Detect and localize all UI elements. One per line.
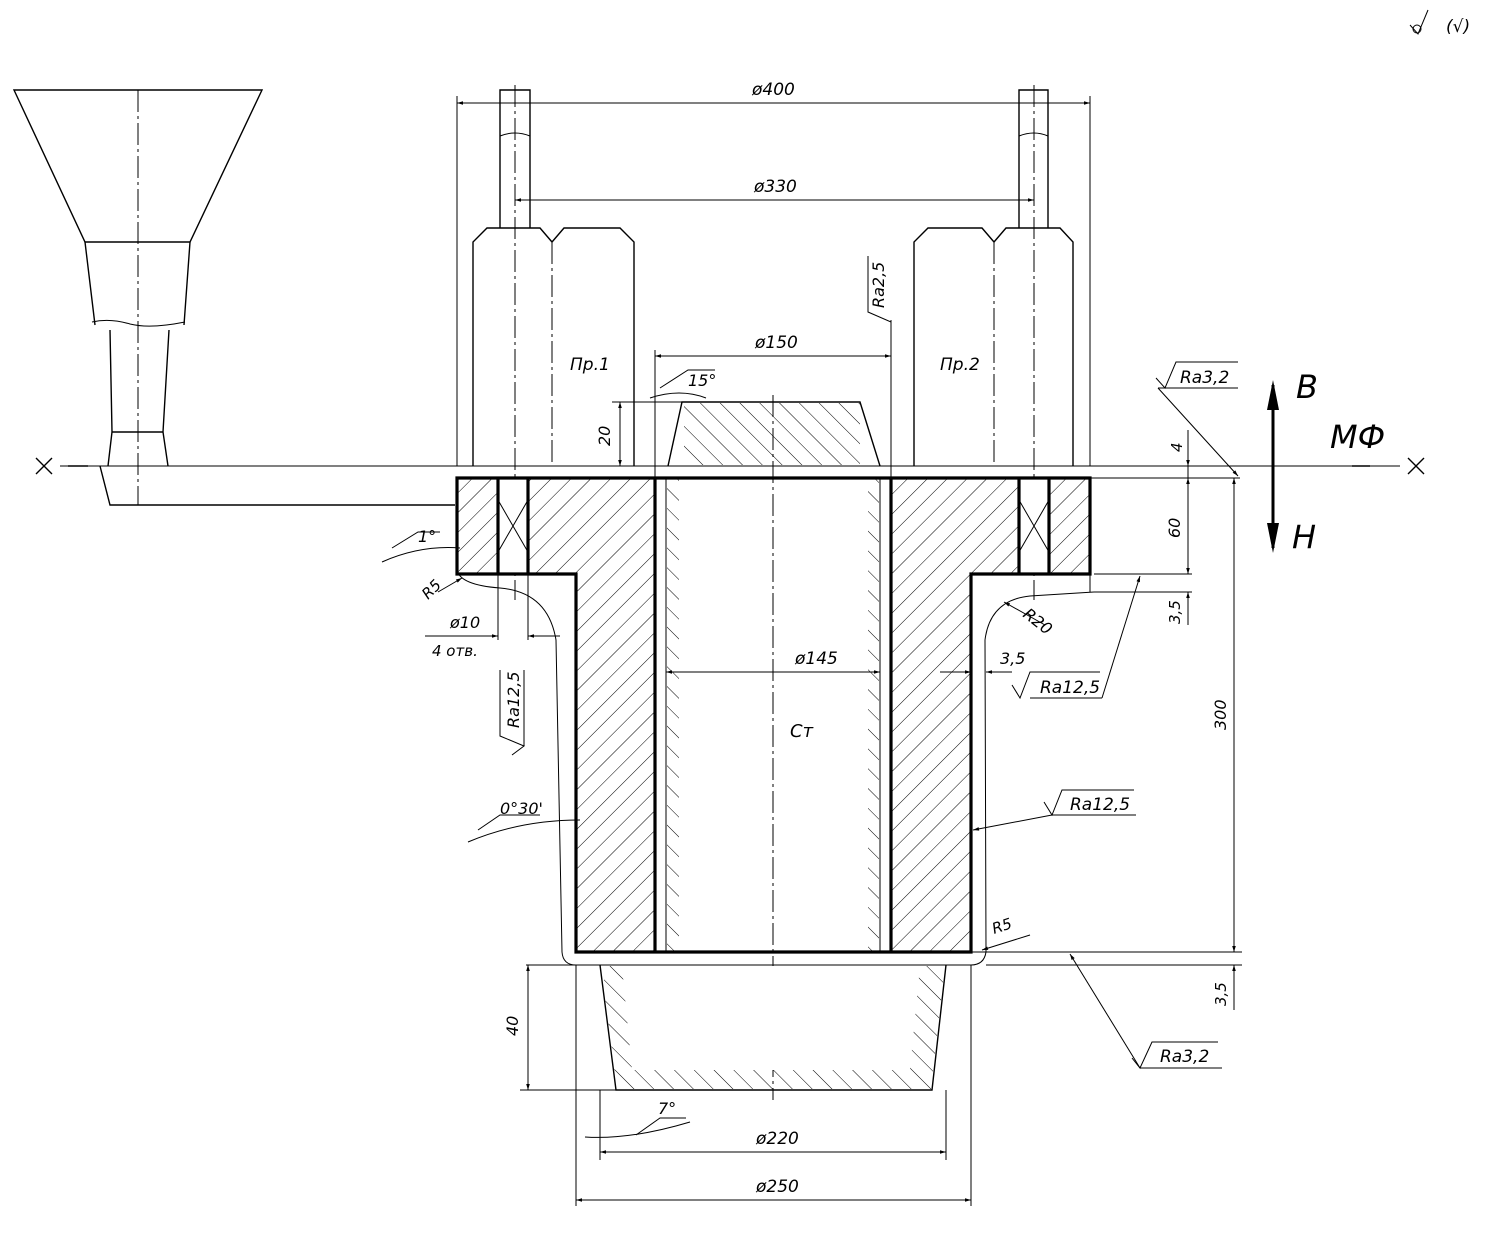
roughness-ra125-right1: Ra12,5 bbox=[1011, 575, 1141, 700]
angle-030: 0°30' bbox=[467, 799, 581, 843]
svg-text:3,5: 3,5 bbox=[1166, 600, 1184, 624]
core-pr1: Пр.1 bbox=[472, 85, 635, 600]
pr2-label: Пр.2 bbox=[940, 355, 980, 375]
roughness-ra125-right2: Ra12,5 bbox=[972, 789, 1136, 831]
svg-text:3,5: 3,5 bbox=[1212, 982, 1230, 1006]
dim-d150: ø150 bbox=[654, 320, 892, 478]
dim-d220: ø220 bbox=[599, 1090, 947, 1160]
direction-arrows: В Н МФ bbox=[1267, 368, 1385, 556]
dim-d250: ø250 bbox=[575, 965, 972, 1206]
svg-text:Ra2,5: Ra2,5 bbox=[869, 262, 888, 308]
svg-text:R5: R5 bbox=[418, 576, 445, 603]
dim-h20: 20 bbox=[595, 401, 682, 466]
angle-15: 15° bbox=[649, 369, 716, 399]
parting-line bbox=[35, 457, 1425, 475]
svg-text:Ra3,2: Ra3,2 bbox=[1180, 368, 1229, 388]
roughness-ra25: Ra2,5 bbox=[867, 256, 892, 323]
svg-text:20: 20 bbox=[595, 426, 614, 446]
svg-text:7°: 7° bbox=[658, 1099, 676, 1118]
svg-text:4 отв.: 4 отв. bbox=[432, 642, 478, 660]
angle-1: 1° bbox=[381, 527, 461, 563]
svg-text:40: 40 bbox=[503, 1016, 522, 1036]
casting-contour bbox=[456, 478, 1095, 966]
svg-text:ø145: ø145 bbox=[794, 649, 838, 669]
radius-r5-left: R5 bbox=[418, 576, 463, 603]
lower-core: 40 bbox=[503, 964, 947, 1091]
radius-r20: R20 bbox=[1003, 601, 1057, 639]
dim-wall-35: 3,5 bbox=[940, 649, 1025, 674]
svg-text:1°: 1° bbox=[418, 527, 436, 546]
svg-text:Ra12,5: Ra12,5 bbox=[1070, 795, 1130, 815]
roughness-ra32-top: Ra3,2 bbox=[1155, 361, 1239, 477]
svg-text:15°: 15° bbox=[688, 371, 716, 390]
angle-7: 7° bbox=[584, 1099, 691, 1138]
direction-main-label: МФ bbox=[1330, 418, 1385, 456]
dim-d10: ø10 4 отв. bbox=[425, 574, 560, 660]
svg-text:R5: R5 bbox=[990, 915, 1015, 938]
svg-text:ø330: ø330 bbox=[753, 177, 797, 197]
svg-text:ø10: ø10 bbox=[449, 613, 480, 632]
svg-text:Ra3,2: Ra3,2 bbox=[1160, 1047, 1209, 1067]
corner-symbol-text: (√) bbox=[1446, 17, 1470, 37]
direction-up-label: В bbox=[1296, 368, 1318, 406]
dim-d145: ø145 bbox=[666, 649, 880, 674]
svg-text:ø250: ø250 bbox=[755, 1177, 799, 1197]
svg-text:3,5: 3,5 bbox=[1000, 649, 1025, 668]
svg-text:ø400: ø400 bbox=[751, 80, 795, 100]
svg-text:ø220: ø220 bbox=[755, 1129, 799, 1149]
svg-text:60: 60 bbox=[1165, 518, 1184, 538]
direction-down-label: Н bbox=[1292, 518, 1316, 556]
part-label: Ст bbox=[790, 721, 814, 742]
corner-roughness-symbol: (√) bbox=[1409, 9, 1470, 37]
roughness-ra125-left: Ra12,5 bbox=[499, 670, 525, 756]
roughness-ra32-bottom: Ra3,2 bbox=[1069, 953, 1222, 1069]
upper-core bbox=[667, 395, 881, 1100]
part-section: Ст bbox=[455, 476, 1092, 954]
funnel bbox=[12, 89, 455, 506]
dim-d330: ø330 bbox=[515, 177, 1034, 202]
svg-text:R20: R20 bbox=[1020, 604, 1057, 638]
pr1-label: Пр.1 bbox=[570, 355, 610, 375]
svg-text:Ra12,5: Ra12,5 bbox=[1040, 678, 1100, 698]
svg-text:4: 4 bbox=[1168, 442, 1186, 452]
svg-text:Ra12,5: Ra12,5 bbox=[504, 671, 523, 728]
radius-r5-right: R5 bbox=[981, 915, 1031, 951]
svg-text:300: 300 bbox=[1211, 699, 1230, 730]
dim-right-stack: 4 60 3,5 300 3,5 bbox=[971, 430, 1242, 1010]
svg-text:0°30': 0°30' bbox=[500, 799, 543, 818]
dim-d400: ø400 bbox=[456, 80, 1091, 466]
svg-text:ø150: ø150 bbox=[754, 333, 798, 353]
